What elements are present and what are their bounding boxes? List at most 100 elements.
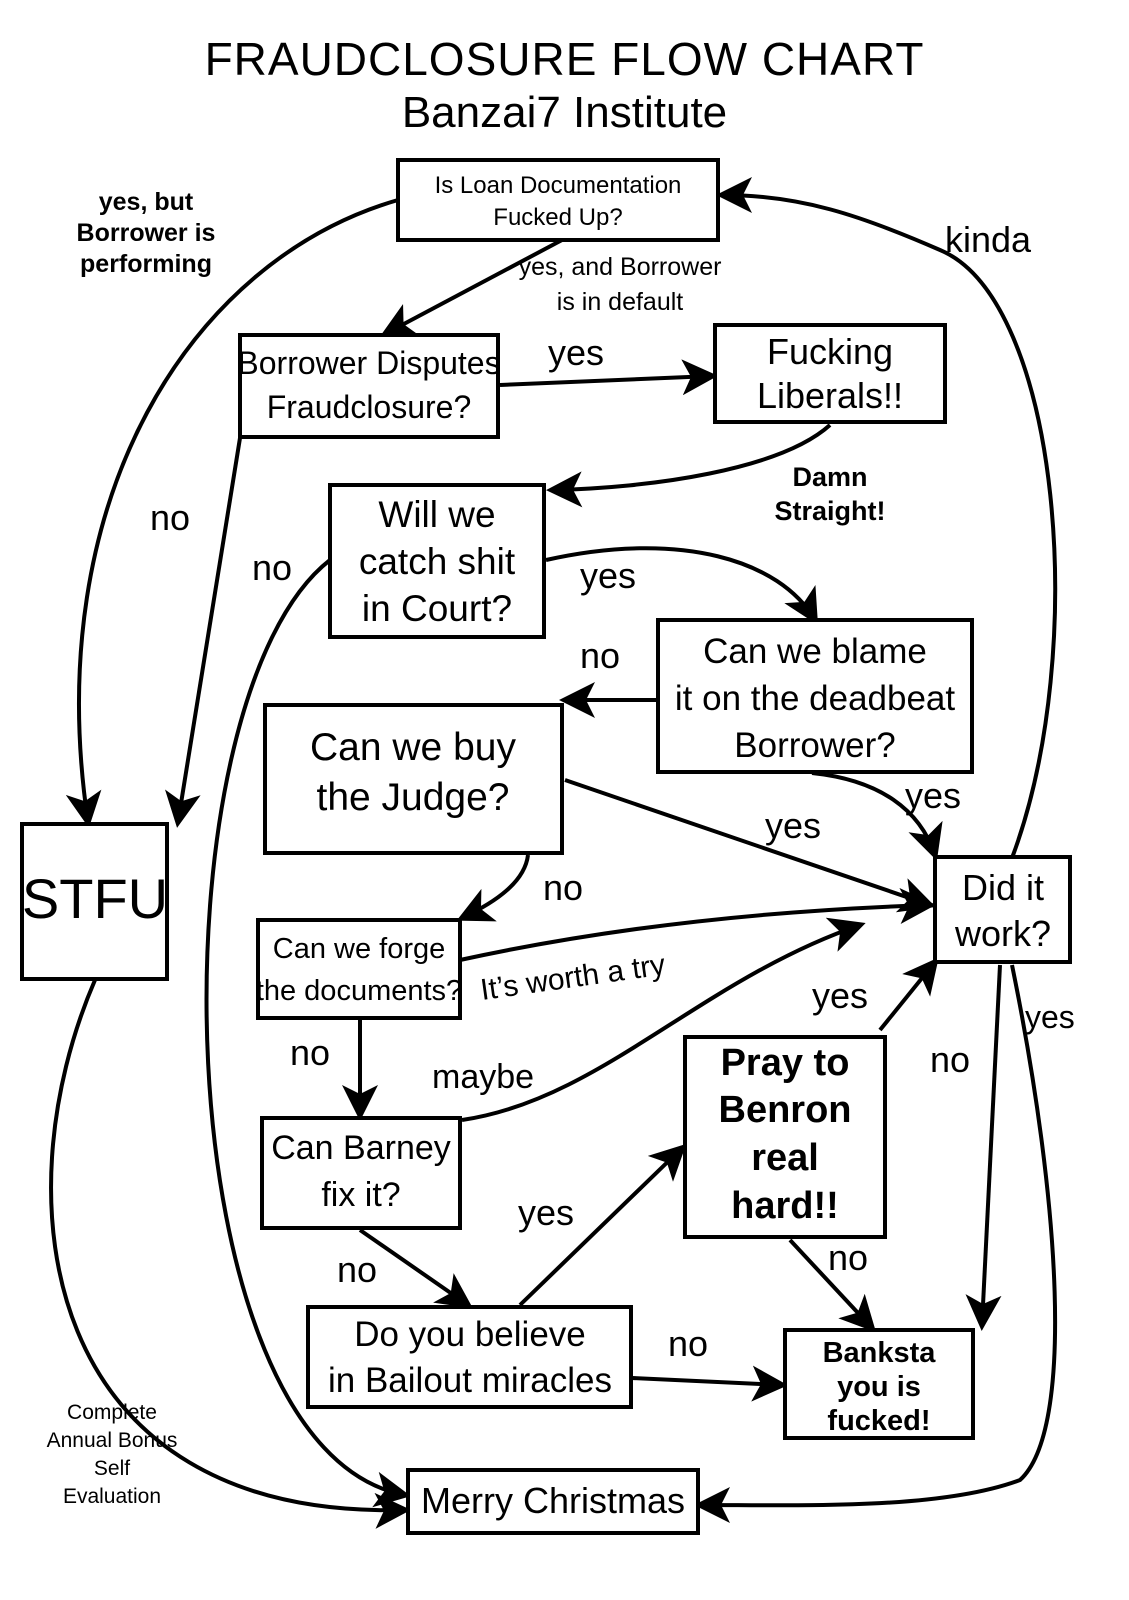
- node-barney-line2: fix it?: [321, 1176, 400, 1214]
- label-in-default-1: yes, and Borrower: [519, 253, 722, 281]
- label-bonus-3: Self: [94, 1457, 130, 1480]
- label-bailout-no: no: [668, 1323, 708, 1364]
- label-kinda: kinda: [945, 219, 1032, 260]
- node-forge: Can we forge the documents?: [256, 918, 462, 1020]
- edge-work-to-merry: [694, 964, 1058, 1524]
- node-loan-docs: Is Loan Documentation Fucked Up?: [396, 158, 720, 242]
- edge-forge-to-work: [459, 888, 936, 962]
- node-pray-line1: Pray to: [721, 1042, 850, 1084]
- node-blame-line2: it on the deadbeat: [675, 679, 956, 718]
- edge-work-to-loan: [716, 177, 1058, 859]
- edge-work-to-banksta: [965, 964, 1002, 1331]
- node-stfu-text: STFU: [22, 867, 168, 930]
- edge-catch-to-blame: [545, 546, 819, 626]
- edge-bailout-to-pray: [518, 1143, 687, 1307]
- node-bailout-line2: in Bailout miracles: [328, 1361, 612, 1400]
- edge-bailout-to-banksta: [631, 1365, 788, 1402]
- node-liberals-line1: Fucking: [767, 331, 893, 372]
- node-catch-shit-line2: catch shit: [359, 541, 516, 582]
- node-buy-judge: Can we buy the Judge?: [263, 703, 564, 855]
- node-pray-line4: hard!!: [731, 1185, 839, 1227]
- label-judge-yes: yes: [765, 805, 821, 846]
- node-merry: Merry Christmas: [406, 1468, 700, 1535]
- label-barney-no: no: [337, 1249, 377, 1290]
- label-disputes-yes: yes: [548, 332, 604, 373]
- node-did-it-work: Did it work?: [933, 855, 1072, 964]
- chart-subtitle: Banzai7 Institute: [401, 88, 728, 137]
- label-bonus-4: Evaluation: [63, 1485, 161, 1508]
- label-worth-try: It’s worth a try: [478, 948, 667, 1007]
- node-catch-shit: Will we catch shit in Court?: [328, 483, 546, 639]
- label-pray-no: no: [828, 1237, 868, 1278]
- label-performing-2: Borrower is: [77, 219, 216, 247]
- edge-stfu-to-merry: [49, 979, 411, 1529]
- node-borrower-disputes-line1: Borrower Disputes: [237, 345, 500, 381]
- node-banksta: Banksta you is fucked!: [783, 1328, 975, 1440]
- chart-title: FRAUDCLOSURE FLOW CHART: [204, 33, 925, 85]
- label-catch-yes: yes: [580, 555, 636, 596]
- label-damn-straight-2: Straight!: [775, 496, 886, 526]
- label-bailout-yes: yes: [518, 1192, 574, 1233]
- edge-loan-to-disputes: [379, 238, 563, 337]
- label-performing-3: performing: [80, 250, 212, 278]
- node-did-it-work-line2: work?: [954, 913, 1051, 954]
- node-borrower-disputes-line2: Fraudclosure?: [267, 389, 472, 425]
- label-blame-yes: yes: [905, 775, 961, 816]
- edge-pray-to-work: [878, 957, 939, 1032]
- node-blame: Can we blame it on the deadbeat Borrower…: [656, 618, 974, 774]
- edge-liberals-to-catch: [546, 423, 832, 508]
- label-pray-yes: yes: [812, 975, 868, 1016]
- edge-disputes-to-liberals: [499, 359, 718, 396]
- edge-judge-to-forge: [456, 854, 530, 922]
- edge-blame-to-work: [811, 771, 943, 861]
- edge-catch-to-merry: [204, 558, 411, 1508]
- label-forge-no: no: [290, 1032, 330, 1073]
- edges: [49, 177, 1058, 1529]
- node-forge-line1: Can we forge: [273, 933, 446, 965]
- node-blame-line3: Borrower?: [734, 726, 895, 765]
- node-forge-line2: the documents?: [256, 975, 462, 1007]
- node-pray-line2: Benron: [719, 1089, 852, 1131]
- node-buy-judge-line2: the Judge?: [316, 776, 509, 819]
- node-pray-line3: real: [751, 1137, 819, 1179]
- edge-judge-to-work: [564, 778, 936, 913]
- node-barney: Can Barney fix it?: [260, 1116, 462, 1230]
- node-blame-line1: Can we blame: [703, 632, 927, 671]
- node-catch-shit-line1: Will we: [378, 494, 495, 535]
- label-work-no: no: [930, 1039, 970, 1080]
- node-banksta-line1: Banksta: [823, 1337, 937, 1369]
- node-banksta-line3: fucked!: [827, 1405, 930, 1437]
- label-blame-no: no: [580, 635, 620, 676]
- node-barney-line1: Can Barney: [271, 1129, 451, 1167]
- edge-pray-to-banksta: [788, 1238, 877, 1333]
- node-liberals: Fucking Liberals!!: [713, 323, 947, 424]
- edge-barney-to-bailout: [358, 1228, 473, 1309]
- label-in-default-2: is in default: [557, 288, 684, 316]
- node-bailout: Do you believe in Bailout miracles: [306, 1305, 633, 1409]
- node-catch-shit-line3: in Court?: [362, 588, 512, 629]
- label-catch-no: no: [252, 547, 292, 588]
- node-buy-judge-line1: Can we buy: [310, 726, 516, 769]
- node-banksta-line2: you is: [837, 1371, 921, 1403]
- label-bonus-1: Complete: [67, 1401, 157, 1424]
- node-borrower-disputes: Borrower Disputes Fraudclosure?: [237, 333, 501, 439]
- label-bonus-2: Annual Bonus: [47, 1429, 178, 1452]
- edge-barney-to-work: [461, 917, 866, 1122]
- node-loan-docs-line2: Fucked Up?: [493, 204, 622, 231]
- label-judge-no: no: [543, 867, 583, 908]
- label-damn-straight-1: Damn: [792, 462, 867, 492]
- node-loan-docs-line1: Is Loan Documentation: [435, 172, 682, 199]
- node-merry-text: Merry Christmas: [421, 1480, 685, 1521]
- label-disputes-no: no: [150, 497, 190, 538]
- label-maybe: maybe: [432, 1058, 534, 1096]
- node-liberals-line2: Liberals!!: [757, 375, 903, 416]
- label-work-yes: yes: [1025, 999, 1075, 1035]
- node-stfu: STFU: [20, 822, 169, 981]
- node-bailout-line1: Do you believe: [354, 1315, 586, 1354]
- label-performing-1: yes, but: [99, 188, 194, 216]
- node-pray: Pray to Benron real hard!!: [683, 1035, 887, 1239]
- edge-loan-to-stfu: [65, 198, 399, 828]
- node-did-it-work-line1: Did it: [962, 867, 1044, 908]
- edge-disputes-to-stfu: [165, 437, 242, 828]
